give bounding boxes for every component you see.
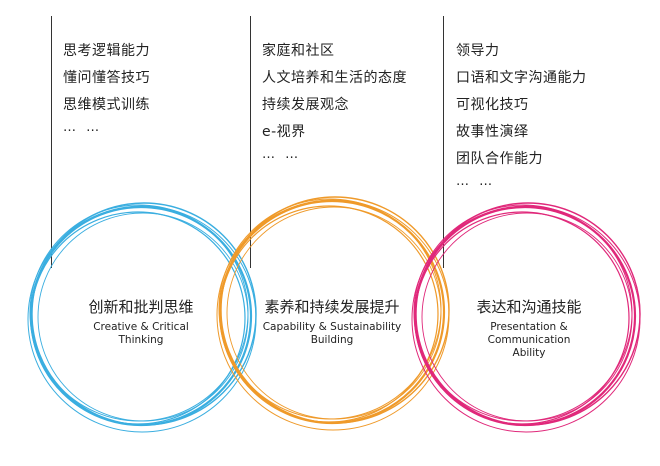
- ring-pink: [411, 202, 641, 433]
- column-divider-line: [250, 16, 251, 268]
- list-item: 口语和文字沟通能力: [456, 70, 587, 86]
- list-item: 家庭和社区: [262, 43, 335, 59]
- ring-stroke: [421, 212, 633, 422]
- more-ellipsis: … …: [63, 120, 103, 135]
- circle-title-en: Presentation & Communication Ability: [487, 321, 571, 359]
- more-ellipsis: … …: [456, 174, 496, 189]
- column-divider-line: [51, 16, 52, 268]
- column-divider-line: [443, 16, 444, 268]
- list-item: 持续发展观念: [262, 97, 349, 113]
- circle-label-presentation: 表达和沟通技能 Presentation & Communication Abi…: [456, 296, 602, 360]
- ring-stroke: [219, 205, 439, 423]
- ring-orange: [216, 196, 450, 431]
- list-item: 思考逻辑能力: [63, 43, 150, 59]
- circle-title-cn: 表达和沟通技能: [476, 298, 582, 316]
- circle-title-en: Capability & Sustainability Building: [262, 321, 402, 346]
- list-item: e-视界: [262, 124, 306, 140]
- ring-blue: [27, 202, 257, 433]
- circle-label-creative-thinking: 创新和批判思维 Creative & Critical Thinking: [66, 296, 216, 347]
- list-item: 领导力: [456, 43, 500, 59]
- circle-title-en: Creative & Critical Thinking: [93, 321, 189, 346]
- ring-stroke: [216, 199, 450, 431]
- list-item: 思维模式训练: [63, 97, 150, 113]
- ring-stroke: [414, 211, 630, 425]
- more-ellipsis: … …: [262, 147, 302, 162]
- list-item: 人文培养和生活的态度: [262, 70, 407, 86]
- ring-stroke: [30, 211, 246, 425]
- ring-stroke: [37, 212, 249, 422]
- ring-stroke: [226, 206, 442, 420]
- list-item: 团队合作能力: [456, 151, 543, 167]
- circle-title-cn: 创新和批判思维: [88, 298, 194, 316]
- circle-label-capability-building: 素养和持续发展提升 Capability & Sustainability Bu…: [246, 296, 418, 347]
- circle-title-cn: 素养和持续发展提升: [264, 298, 400, 316]
- ring-stroke: [27, 205, 257, 433]
- ring-stroke: [411, 205, 641, 433]
- list-item: 故事性演绎: [456, 124, 529, 140]
- list-item: 可视化技巧: [456, 97, 529, 113]
- list-item: 懂问懂答技巧: [63, 70, 150, 86]
